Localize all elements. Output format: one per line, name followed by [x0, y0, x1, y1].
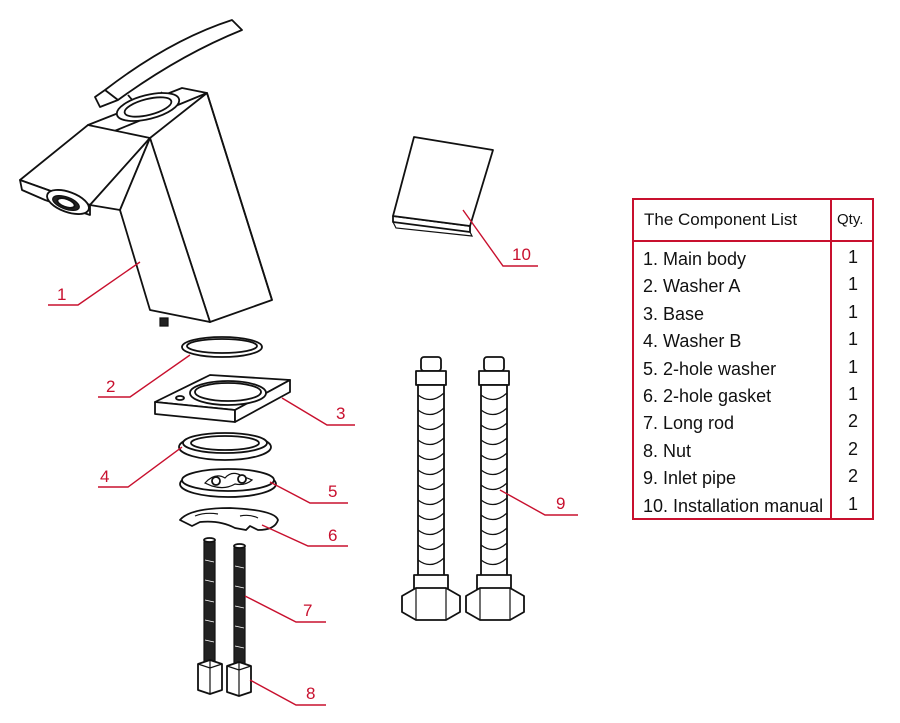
- part-long-rods: [203, 537, 246, 673]
- table-row: 9. Inlet pipe 2: [634, 465, 872, 492]
- component-qty: 1: [848, 274, 859, 295]
- part-washer-a: [181, 336, 263, 358]
- callout-leaders: [48, 209, 578, 706]
- component-list-table: The Component List Qty. 1. Main body 1 2…: [632, 198, 874, 520]
- callout-1: 1: [57, 285, 66, 304]
- component-name: 8. Nut: [643, 440, 692, 461]
- callout-numbers: 1 2 3 4 5 6 7 8 9 10: [57, 245, 565, 703]
- component-name: 3. Base: [643, 303, 705, 324]
- table-row: 2. Washer A 1: [634, 273, 872, 300]
- component-name: 1. Main body: [643, 249, 747, 269]
- component-name: 7. Long rod: [643, 413, 735, 434]
- callout-2: 2: [106, 377, 115, 396]
- part-main-body: [19, 19, 273, 327]
- component-name: 4. Washer B: [643, 331, 742, 352]
- callout-8: 8: [306, 684, 315, 703]
- callout-6: 6: [328, 526, 337, 545]
- part-inlet-pipes: [401, 356, 525, 621]
- part-2-hole-washer: [179, 468, 277, 498]
- component-qty: 1: [848, 383, 859, 404]
- callout-4: 4: [100, 467, 109, 486]
- component-name: 5. 2-hole washer: [643, 358, 777, 379]
- component-qty: 2: [848, 411, 859, 432]
- header-component-list: The Component List: [644, 210, 798, 229]
- table-row: 10. Installation manual 1: [634, 493, 872, 520]
- component-qty: 1: [848, 493, 859, 514]
- table-header: The Component List Qty.: [634, 200, 872, 242]
- callout-7: 7: [303, 601, 312, 620]
- callout-10: 10: [512, 245, 531, 264]
- table-row: 6. 2-hole gasket 1: [634, 383, 872, 410]
- callout-5: 5: [328, 482, 337, 501]
- component-name: 6. 2-hole gasket: [643, 385, 772, 406]
- table-row: 5. 2-hole washer 1: [634, 356, 872, 383]
- component-qty: 2: [848, 466, 859, 487]
- part-nuts: [197, 659, 252, 697]
- component-qty: 1: [848, 301, 859, 322]
- callout-9: 9: [556, 494, 565, 513]
- component-name: 10. Installation manual: [643, 495, 824, 516]
- column-divider: [830, 200, 832, 518]
- part-installation-manual: [392, 136, 494, 237]
- table-row: 4. Washer B 1: [634, 328, 872, 355]
- table-body: 1. Main body 1 2. Washer A 1 3. Base 1 4…: [634, 246, 872, 520]
- part-2-hole-gasket: [179, 507, 279, 531]
- table-row: 7. Long rod 2: [634, 410, 872, 437]
- component-qty: 2: [848, 438, 859, 459]
- part-washer-b: [178, 432, 272, 461]
- component-name: 2. Washer A: [643, 276, 741, 297]
- component-qty: 1: [848, 329, 859, 350]
- callout-3: 3: [336, 404, 345, 423]
- component-qty: 1: [848, 356, 859, 377]
- component-qty: 1: [848, 247, 859, 267]
- part-base: [154, 374, 291, 423]
- table-row: 3. Base 1: [634, 301, 872, 328]
- header-qty: Qty.: [837, 211, 864, 228]
- table-row: 8. Nut 2: [634, 438, 872, 465]
- table-row: 1. Main body 1: [634, 246, 872, 273]
- component-name: 9. Inlet pipe: [643, 468, 737, 489]
